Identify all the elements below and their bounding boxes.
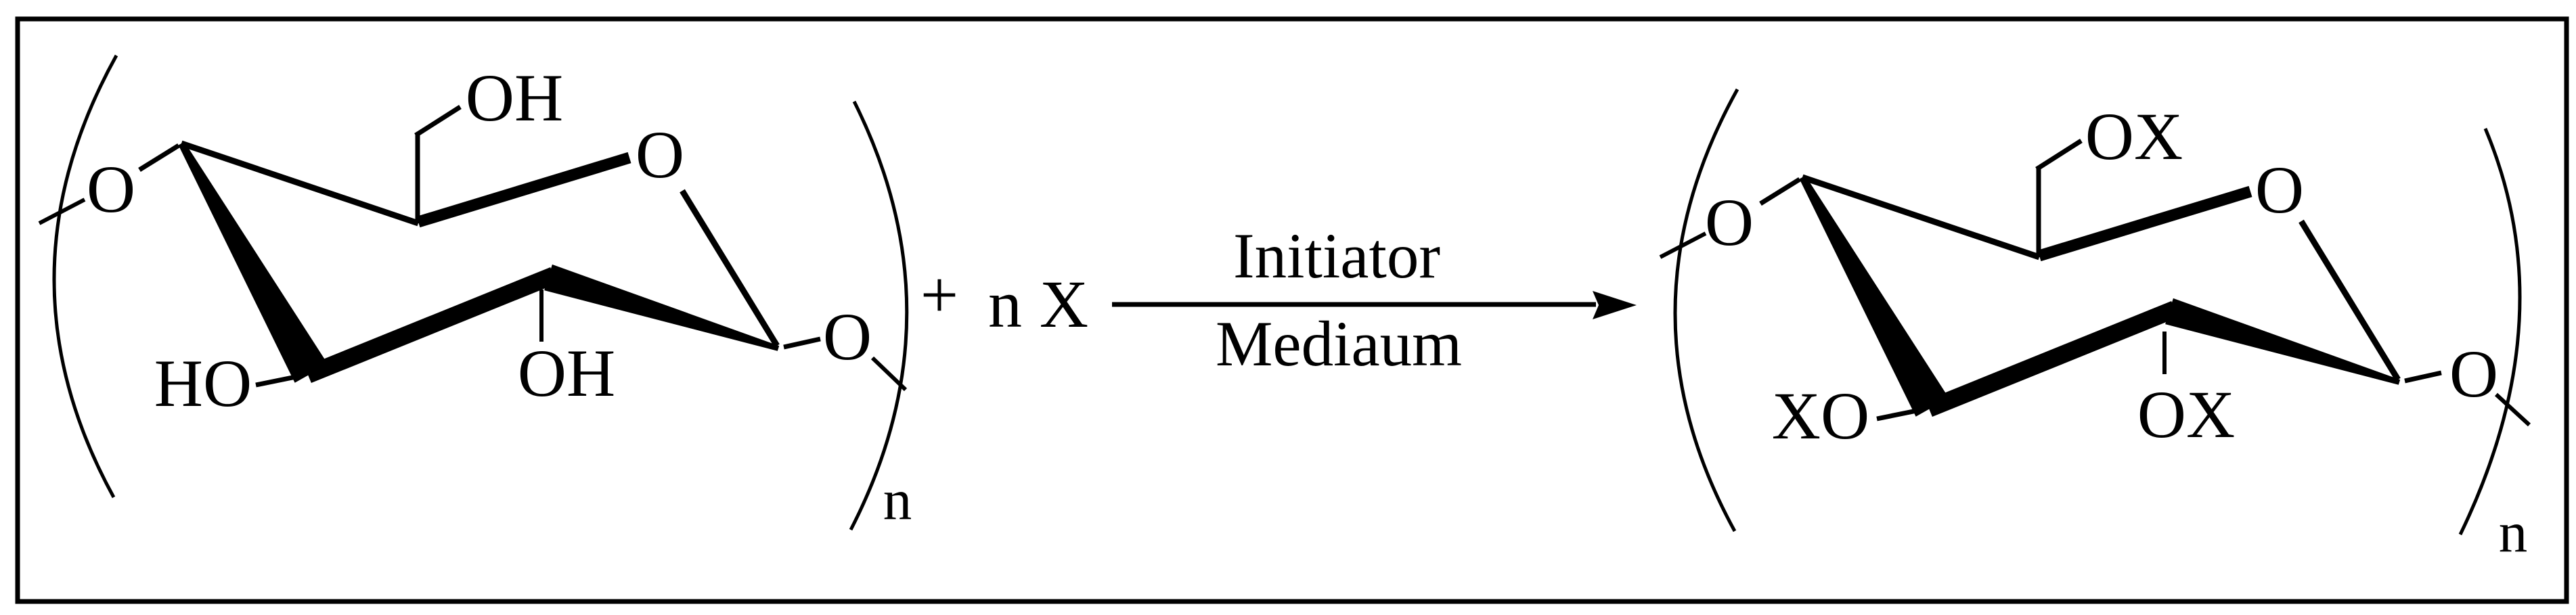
reactant-right-chain-bond: [870, 356, 908, 392]
reactant-bond-ch2-oh: [414, 105, 462, 137]
product-bond-c5-ringo: [2037, 185, 2252, 262]
product-bond-ch2-ox: [2035, 139, 2083, 171]
reactant-bond-c5-ringo: [416, 152, 631, 228]
product-wedge-c2-c1: [2165, 298, 2401, 385]
figure-border: [15, 16, 2569, 604]
product-right-chain-bond: [2494, 392, 2531, 427]
reactant-wedge-c2-c1: [544, 264, 780, 351]
product-right-oxygen-label: O: [2449, 336, 2498, 411]
reactant-bond-ho-c3: [255, 373, 300, 388]
reactant-oh-label: OH: [518, 336, 615, 411]
product-left-chain-bond: [1659, 231, 1707, 259]
reaction-arrow-head: [1593, 291, 1637, 319]
reactant-bond-c4-c5: [180, 140, 420, 227]
reactant-bond-oleft-c4: [138, 143, 180, 172]
product-ch2-ox-label: OX: [2085, 99, 2183, 174]
reactant-bond-c1-oright: [783, 336, 821, 350]
reactant-wedge-c4-c3: [178, 141, 328, 383]
product-bond-ringo-c1: [2299, 219, 2401, 382]
reactant-ho-label: HO: [154, 346, 252, 421]
product-bond-xo-c3: [1876, 407, 1921, 422]
product-bond-c4-c5: [1801, 174, 2041, 260]
product-structure: O OX O O XO OX n: [1659, 88, 2531, 564]
reactant-left-oxygen-label: O: [87, 152, 135, 227]
product-open-parenthesis: [1673, 88, 1739, 532]
product-ox-label: OX: [2137, 377, 2235, 452]
reactant-ch2-oh-label: OH: [466, 60, 563, 135]
reactant-bond-c3-c2: [305, 267, 557, 384]
product-bond-c3-c2: [1926, 300, 2178, 417]
reagent-x: X: [1040, 267, 1088, 342]
reactant-structure: O OH O O HO OH n: [38, 54, 912, 532]
reactant-ring-oxygen-label: O: [636, 117, 684, 192]
reactant-left-chain-bond: [38, 198, 86, 225]
reaction-conditions: + n X Initiator Mediaum: [920, 220, 1637, 380]
product-ring-oxygen-label: O: [2255, 152, 2304, 227]
below-arrow-label: Mediaum: [1216, 308, 1462, 380]
product-bond-oleft-c4: [1759, 177, 1801, 206]
reactant-repeat-subscript: n: [883, 468, 912, 532]
product-bond-c1-oright: [2404, 370, 2442, 384]
reactant-close-parenthesis: [849, 100, 909, 531]
product-wedge-c4-c3: [1799, 175, 1949, 417]
product-close-parenthesis: [2458, 128, 2522, 536]
product-xo-label: XO: [1772, 378, 1869, 453]
plus-sign: +: [920, 257, 958, 332]
equivalents-n: n: [988, 267, 1022, 342]
reactant-right-oxygen-label: O: [823, 299, 872, 374]
reactant-open-parenthesis: [52, 54, 118, 499]
above-arrow-label: Initiator: [1233, 220, 1440, 292]
product-left-oxygen-label: O: [1705, 185, 1754, 260]
reactant-bond-ringo-c1: [680, 189, 780, 348]
product-repeat-subscript: n: [2499, 501, 2528, 564]
